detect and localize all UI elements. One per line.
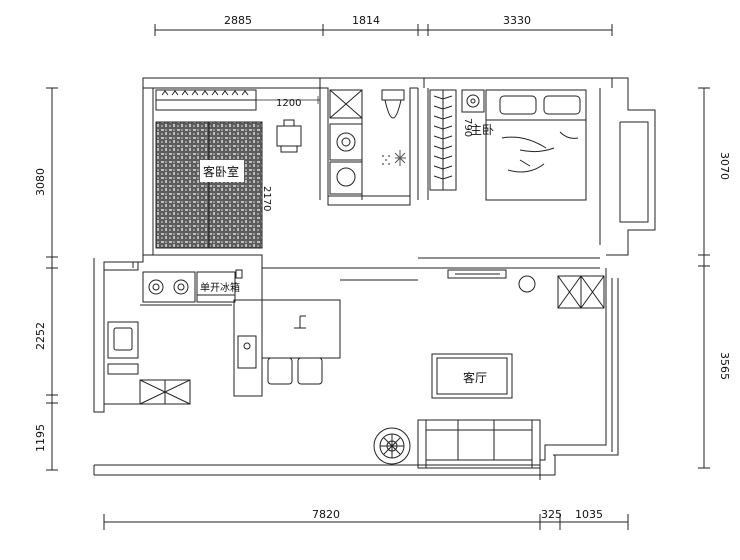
dimension-top bbox=[154, 24, 613, 36]
dim-left-3: 1195 bbox=[34, 424, 47, 452]
dimension-bottom bbox=[103, 514, 629, 530]
wardrobe-width-label: 1200 bbox=[276, 98, 301, 109]
dim-right-1: 3070 bbox=[718, 152, 731, 180]
guest-bedroom-label: 客卧室 bbox=[203, 164, 239, 179]
wardrobe-depth-label: 2170 bbox=[261, 186, 272, 211]
closet-depth-label: 790 bbox=[462, 118, 473, 137]
master-closet bbox=[429, 89, 485, 191]
bathroom bbox=[328, 89, 410, 200]
dim-top-3: 3330 bbox=[503, 14, 531, 27]
dim-top-2: 1814 bbox=[352, 14, 380, 27]
dim-left-1: 3080 bbox=[34, 168, 47, 196]
dining-bar bbox=[233, 268, 418, 397]
fridge-label: 单开冰箱 bbox=[200, 281, 240, 294]
dim-top-1: 2885 bbox=[224, 14, 252, 27]
dim-right-2: 3565 bbox=[718, 352, 731, 380]
dim-bottom-3: 1035 bbox=[575, 508, 603, 521]
dim-left-2: 2252 bbox=[34, 322, 47, 350]
living-room bbox=[373, 269, 605, 469]
dimension-left bbox=[46, 87, 58, 471]
dimension-right bbox=[698, 87, 710, 469]
guest-desk-chair bbox=[276, 119, 302, 153]
guest-wardrobe bbox=[155, 89, 320, 111]
master-bedroom-label: 主卧 bbox=[470, 123, 494, 137]
guest-room-label-bg bbox=[200, 160, 244, 182]
master-bed bbox=[485, 89, 587, 201]
shower-icon bbox=[394, 150, 406, 166]
dim-bottom-1: 7820 bbox=[312, 508, 340, 521]
dim-bottom-2: 325 bbox=[541, 508, 562, 521]
living-room-label: 客厅 bbox=[463, 370, 487, 385]
kitchen bbox=[103, 261, 243, 405]
